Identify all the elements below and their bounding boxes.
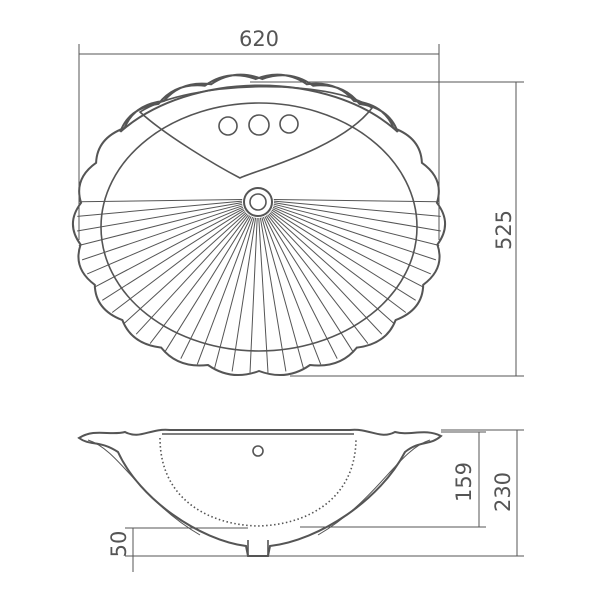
shell-rib xyxy=(180,216,252,359)
shell-rib xyxy=(149,214,249,344)
shell-rib xyxy=(271,209,416,301)
shell-rib xyxy=(259,217,287,372)
shell-rib xyxy=(262,216,322,365)
shell-rib xyxy=(272,206,431,275)
shell-rib xyxy=(267,214,369,344)
tap-hole-center xyxy=(248,114,270,136)
shell-rib xyxy=(273,200,441,217)
basin-depth-label: 159 xyxy=(452,462,476,502)
shell-rib xyxy=(249,217,258,373)
shell-rib xyxy=(272,208,425,288)
shell-rib xyxy=(270,211,407,313)
shell-rib xyxy=(261,217,304,369)
shell-rib xyxy=(268,213,383,335)
shell-rib xyxy=(102,209,245,301)
side-basin-inner xyxy=(159,437,357,527)
top-view: 620 525 xyxy=(71,27,524,377)
shell-rib xyxy=(196,216,254,365)
shell-rib xyxy=(273,203,440,246)
shell-rib xyxy=(135,213,248,335)
shell-rib xyxy=(77,200,243,217)
width-label: 620 xyxy=(239,27,279,51)
shell-rib xyxy=(231,217,257,372)
shell-rib xyxy=(214,217,255,369)
shell-rib xyxy=(78,203,243,246)
top-view-ribs xyxy=(77,199,441,373)
faucet-deck xyxy=(138,85,374,179)
drain-label: 50 xyxy=(107,531,131,558)
shell-rib xyxy=(273,202,441,232)
shell-rib xyxy=(164,215,251,352)
side-rim-edge xyxy=(87,439,431,536)
shell-rib xyxy=(269,212,395,325)
shell-rib xyxy=(81,205,243,261)
shell-rib xyxy=(273,205,437,261)
tap-hole-left xyxy=(218,116,238,136)
shell-rib xyxy=(87,206,244,275)
depth-label: 525 xyxy=(492,210,516,250)
shell-rib xyxy=(273,199,439,203)
tap-hole-right xyxy=(279,114,299,134)
side-view: 159 230 50 xyxy=(77,428,524,572)
drain-outer xyxy=(243,187,273,217)
total-height-label: 230 xyxy=(491,472,515,512)
shell-rib xyxy=(264,216,338,359)
drain-outlet xyxy=(247,540,269,556)
shell-rib xyxy=(111,211,246,313)
shell-rib xyxy=(77,202,243,232)
drain-inner xyxy=(249,193,267,211)
shell-rib xyxy=(123,212,247,325)
shell-rib xyxy=(258,217,269,373)
shell-rib xyxy=(93,208,244,288)
shell-rib xyxy=(265,215,354,352)
shell-rib xyxy=(79,199,243,203)
overflow-hole xyxy=(252,445,264,457)
